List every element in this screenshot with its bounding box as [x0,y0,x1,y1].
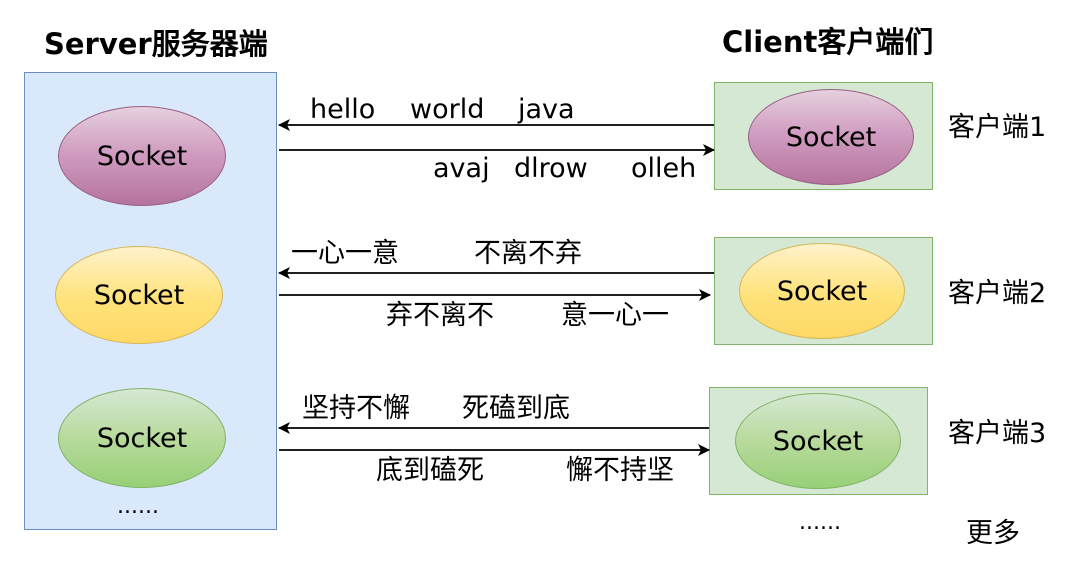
msg2-to-client-2: 意一心一 [561,300,669,331]
server-socket-2: Socket [55,246,223,344]
server-title: Server服务器端 [44,27,268,61]
msg1-to-client-1: avaj [433,153,490,184]
msg1-to-server-1: hello [310,94,376,125]
client-socket-2-label: Socket [776,275,868,307]
msg3-to-client-2: 懈不持坚 [566,455,674,486]
client-socket-1: Socket [748,89,914,185]
server-socket-1: Socket [58,106,226,206]
msg2-to-server-1: 一心一意 [291,238,399,269]
more-clients-label: 更多 [966,518,1020,549]
client-label-2: 客户端2 [948,278,1047,309]
client-label-3: 客户端3 [948,418,1047,449]
msg1-to-server-3: java [518,94,575,125]
client-socket-1-label: Socket [785,121,877,153]
msg3-to-client-1: 底到磕死 [376,455,484,486]
client-socket-3: Socket [735,393,901,489]
server-socket-3: Socket [58,388,226,488]
client-socket-2: Socket [739,243,905,339]
msg3-to-server-2: 死磕到底 [462,393,570,424]
client-more-dots: ...... [799,510,841,535]
server-more-dots: ...... [117,494,159,519]
msg2-to-server-2: 不离不弃 [474,238,582,269]
client-socket-3-label: Socket [772,425,864,457]
client-title: Client客户端们 [722,25,934,59]
server-socket-2-label: Socket [93,279,185,311]
msg1-to-client-3: olleh [631,153,697,184]
client-label-1: 客户端1 [948,112,1047,143]
server-socket-3-label: Socket [96,422,188,454]
msg2-to-client-1: 弃不离不 [386,300,494,331]
server-socket-1-label: Socket [96,140,188,172]
msg1-to-server-2: world [410,94,485,125]
msg3-to-server-1: 坚持不懈 [302,393,410,424]
msg1-to-client-2: dlrow [514,153,588,184]
